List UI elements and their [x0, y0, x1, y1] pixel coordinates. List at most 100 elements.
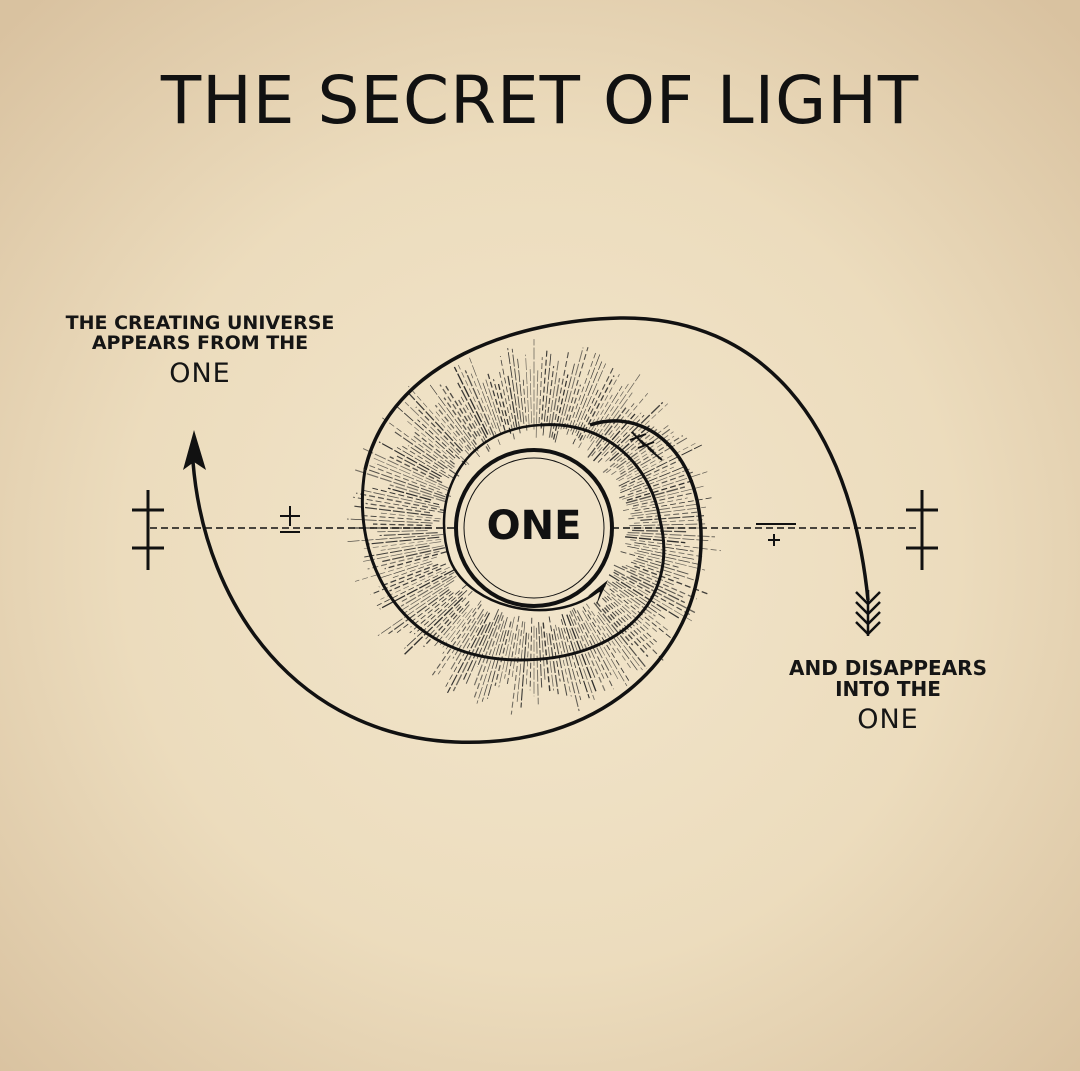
ray-line: [473, 611, 503, 686]
ray-line: [622, 471, 708, 500]
ray-line: [404, 401, 470, 465]
ray-line: [529, 617, 533, 691]
ray-line: [407, 391, 463, 452]
right-caption: AND DISAPPEARS INTO THE ONE: [748, 658, 1028, 734]
ray-line: [565, 384, 582, 430]
ray-line: [630, 503, 697, 515]
ray-line: [610, 401, 664, 454]
ray-line: [494, 621, 512, 686]
ray-line: [408, 385, 470, 455]
ray-line: [361, 515, 440, 522]
ray-line: [601, 412, 642, 456]
ray-line: [457, 364, 492, 435]
up-arrow-head: [183, 430, 206, 470]
ray-line: [626, 443, 696, 480]
ray-line: [387, 487, 432, 501]
ray-line: [634, 497, 713, 512]
right-end-marker: [906, 490, 938, 570]
ray-line: [373, 457, 449, 492]
ray-line: [499, 356, 515, 428]
ray-line: [439, 384, 477, 440]
ray-line: [591, 403, 635, 457]
ray-line: [626, 534, 711, 542]
ray-line: [593, 602, 648, 669]
left-plus-marker: [280, 506, 300, 533]
ray-line: [576, 610, 612, 676]
ray-line: [499, 371, 515, 440]
ray-line: [377, 530, 428, 533]
ray-line: [431, 604, 482, 676]
ray-line: [378, 441, 442, 478]
ray-line: [364, 463, 451, 497]
center-inner-ring: [463, 457, 605, 599]
ray-line: [382, 417, 453, 469]
ray-line: [633, 559, 694, 581]
ray-line: [463, 621, 491, 680]
ray-line: [399, 571, 455, 604]
ray-line: [604, 596, 654, 645]
ray-line: [394, 431, 460, 477]
ray-line: [363, 489, 440, 508]
ray-line: [582, 606, 630, 681]
ray-line: [374, 462, 441, 491]
left-end-marker: [132, 490, 164, 570]
ray-line: [625, 486, 686, 504]
ray-line: [405, 419, 454, 461]
ray-line: [525, 354, 530, 427]
ray-line: [618, 444, 703, 487]
ray-line: [355, 469, 445, 500]
ray-line: [616, 428, 671, 469]
radiating-rays: [345, 339, 721, 715]
ray-line: [640, 515, 705, 521]
ray-line: [620, 466, 684, 494]
ray-line: [429, 383, 479, 452]
ray-line: [378, 563, 439, 588]
ray-line: [553, 628, 568, 696]
right-minus-marker: [756, 523, 796, 546]
ray-line: [450, 613, 484, 670]
ray-line: [605, 403, 669, 462]
ray-line: [401, 575, 457, 611]
ray-line: [384, 551, 447, 570]
ray-line: [577, 366, 615, 439]
ray-line: [378, 512, 441, 520]
ray-line: [396, 455, 441, 480]
ray-line: [546, 365, 555, 422]
ray-line: [546, 632, 555, 691]
ray-line: [625, 565, 674, 586]
ray-line: [560, 628, 582, 701]
ray-line: [542, 622, 551, 692]
ray-line: [568, 614, 597, 680]
ray-line: [586, 394, 613, 439]
ray-line: [415, 406, 461, 454]
left-caption-line3: ONE: [169, 357, 231, 389]
ray-line: [365, 502, 431, 514]
ray-line: [464, 370, 496, 438]
ray-line: [570, 353, 601, 432]
ray-line: [485, 379, 502, 427]
ray-line: [381, 560, 432, 578]
ray-line: [538, 622, 543, 688]
ray-line: [613, 426, 655, 461]
ray-line: [595, 601, 634, 646]
ray-line: [615, 581, 662, 612]
ray-line: [632, 492, 695, 507]
ray-line: [540, 626, 546, 680]
spiral-outer-arm: [191, 419, 703, 744]
ray-line: [453, 366, 489, 435]
ray-line: [606, 595, 658, 643]
ray-line: [578, 374, 620, 448]
ray-line: [377, 586, 449, 636]
ray-line: [517, 358, 525, 424]
ray-line: [520, 632, 527, 708]
ray-line: [403, 580, 455, 614]
ray-line: [506, 615, 520, 687]
center-one-label: ONE: [486, 503, 582, 549]
ray-line: [399, 444, 454, 479]
ray-line: [507, 375, 518, 428]
ray-line: [396, 406, 456, 459]
ray-line: [410, 592, 454, 628]
ray-line: [629, 468, 690, 492]
ray-line: [609, 425, 650, 462]
ray-line: [629, 523, 706, 527]
